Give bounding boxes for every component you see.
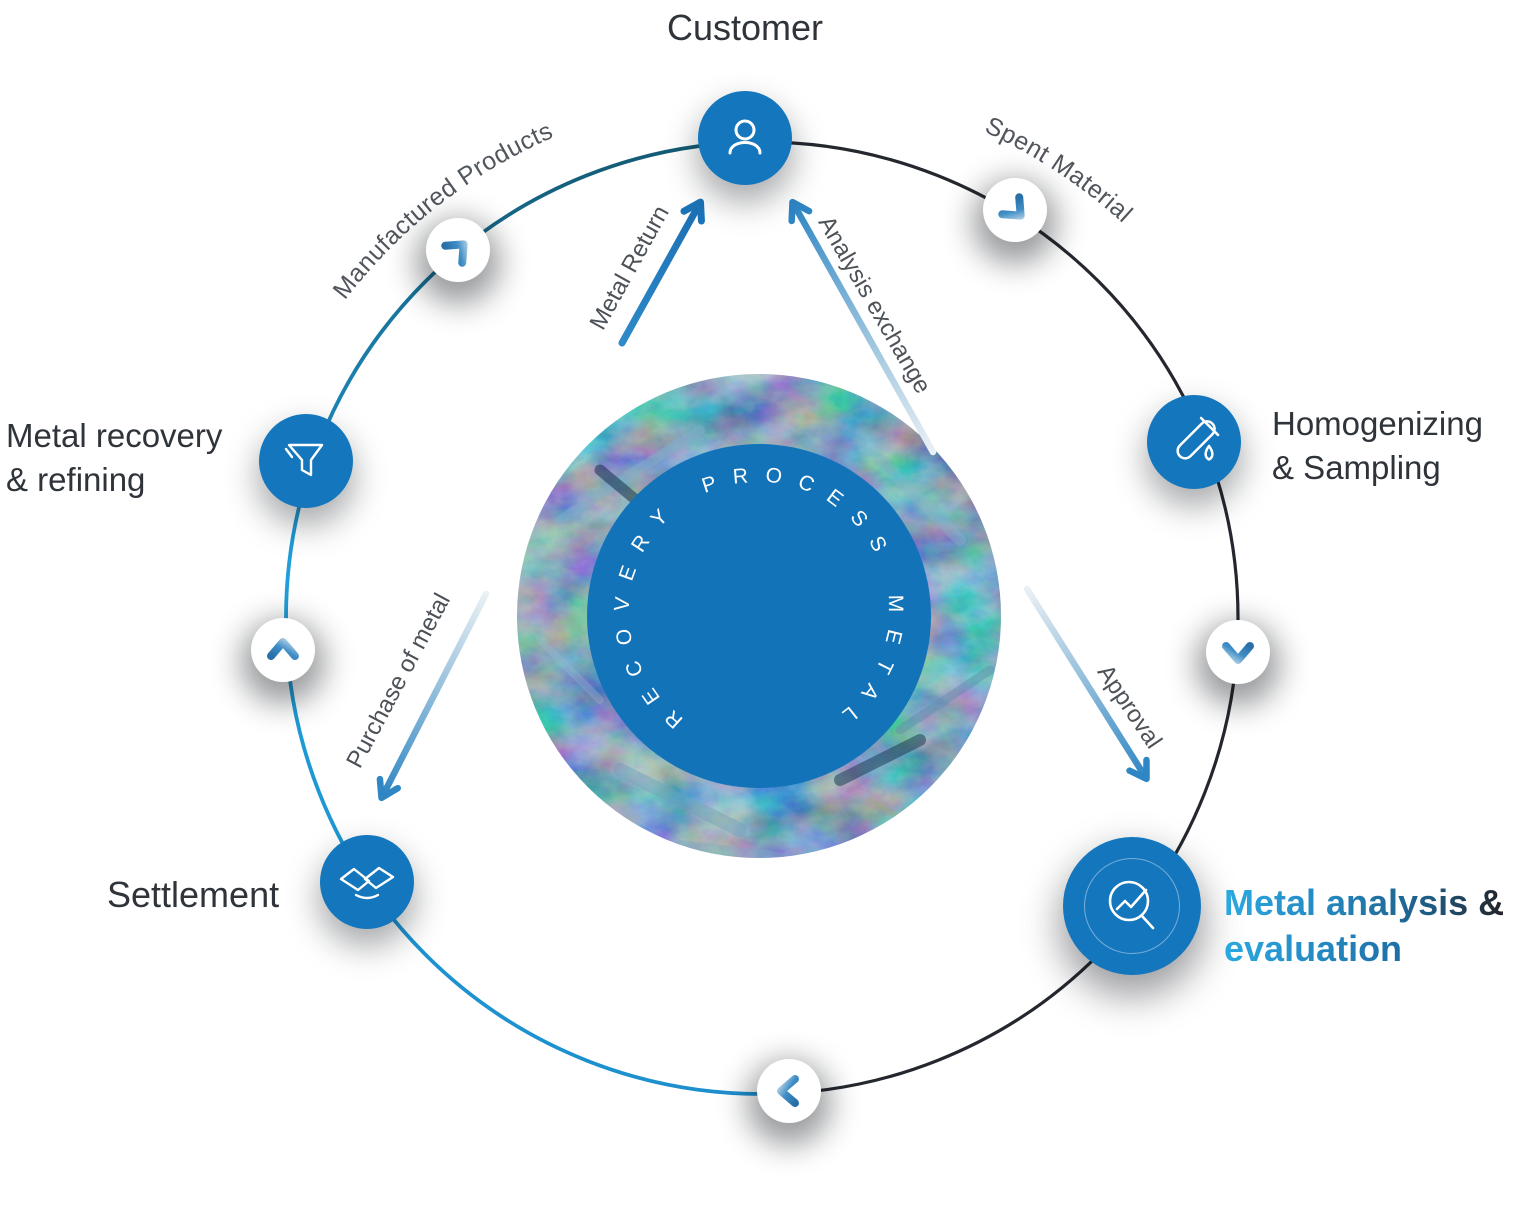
purchase-of-metal-arrow bbox=[376, 590, 490, 802]
step-chevron-manufactured-products[interactable] bbox=[426, 218, 490, 282]
test-tube-icon bbox=[1176, 416, 1220, 461]
metal-recovery-refining-label: Metal recovery & refining bbox=[6, 414, 222, 501]
node-metal-analysis-evaluation[interactable] bbox=[1063, 837, 1201, 975]
metal-return-arrow bbox=[618, 198, 705, 347]
step-chevron-bottom[interactable] bbox=[757, 1059, 821, 1123]
homogenizing-sampling-label: Homogenizing & Sampling bbox=[1272, 402, 1483, 489]
scrap-metal-streaks bbox=[536, 382, 995, 858]
homogenizing-label-line1: Homogenizing bbox=[1272, 405, 1483, 442]
node-metal-recovery-refining[interactable] bbox=[259, 414, 353, 508]
metal-recovery-label-line2: & refining bbox=[6, 460, 146, 498]
step-chevron-spent-material[interactable] bbox=[983, 178, 1047, 242]
handshake-icon bbox=[339, 866, 395, 900]
approval-arrow bbox=[1023, 585, 1150, 783]
node-settlement[interactable] bbox=[320, 835, 414, 929]
chevron-up-icon bbox=[267, 638, 299, 660]
center-blue-circle bbox=[587, 444, 931, 788]
center-disc: RECOVERY PROCESS METAL bbox=[517, 374, 1001, 858]
user-icon bbox=[728, 119, 762, 155]
magnifier-chart-icon bbox=[1108, 880, 1155, 930]
settlement-label: Settlement bbox=[107, 874, 280, 915]
metal-analysis-evaluation-label: Metal analysis & evaluation bbox=[1224, 880, 1504, 971]
metal-recovery-label-line1: Metal recovery bbox=[6, 417, 223, 454]
funnel-icon bbox=[284, 443, 324, 477]
chevron-down-icon bbox=[1222, 642, 1254, 664]
node-homogenizing-sampling[interactable] bbox=[1147, 395, 1241, 489]
customer-label: Customer bbox=[666, 7, 824, 48]
analysis-exchange-arrow bbox=[788, 198, 937, 456]
metal-analysis-label-line2: evaluation bbox=[1224, 926, 1402, 972]
chevron-down-right-icon bbox=[998, 193, 1025, 220]
step-chevron-approval[interactable] bbox=[1206, 620, 1270, 684]
node-customer[interactable] bbox=[698, 91, 792, 185]
chevron-up-right-icon bbox=[441, 240, 468, 267]
chevron-left-icon bbox=[777, 1075, 799, 1107]
metal-analysis-label-line1: Metal analysis & bbox=[1224, 880, 1504, 926]
flow-arrows bbox=[376, 198, 1150, 802]
homogenizing-label-line2: & Sampling bbox=[1272, 448, 1441, 486]
step-chevron-left[interactable] bbox=[251, 618, 315, 682]
